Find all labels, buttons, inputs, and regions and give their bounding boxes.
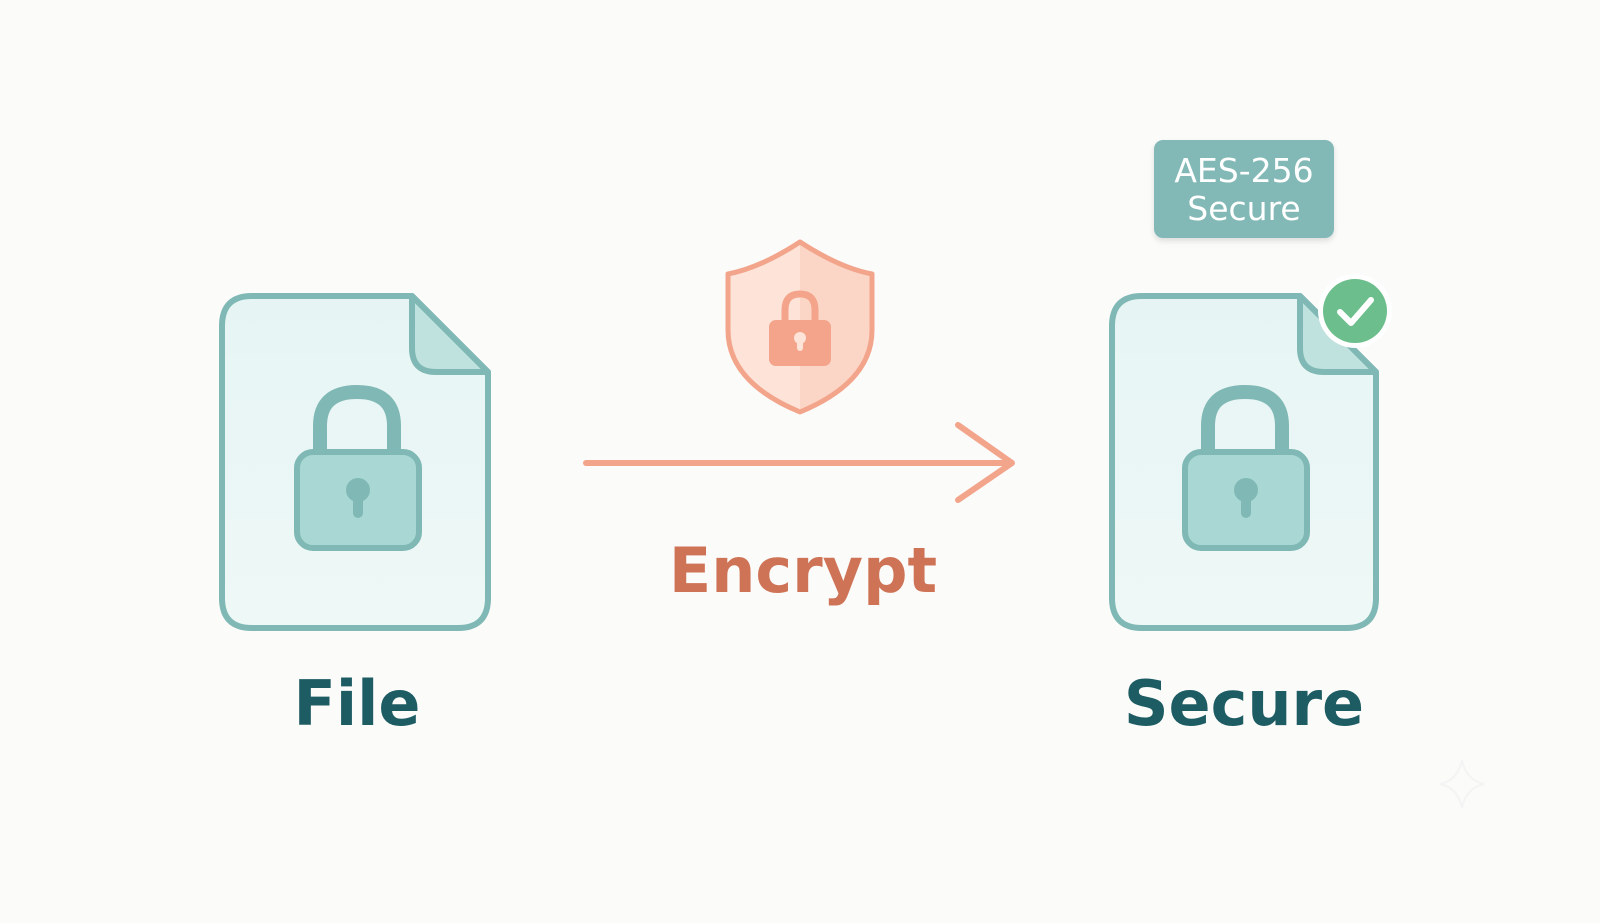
source-document-icon	[219, 293, 491, 631]
badge-line-1: AES-256	[1174, 151, 1313, 190]
sparkle-icon	[1439, 759, 1485, 809]
encryption-standard-badge	[1154, 140, 1334, 238]
result-padlock-icon	[1182, 384, 1310, 551]
action-label: Encrypt	[669, 534, 937, 607]
source-label: File	[294, 667, 421, 740]
badge-line-2: Secure	[1187, 189, 1300, 228]
source-padlock-icon	[294, 384, 422, 551]
check-circle-icon	[1318, 274, 1392, 348]
result-document-icon	[1109, 293, 1379, 631]
result-label: Secure	[1124, 667, 1364, 740]
shield-lock-icon	[725, 239, 875, 415]
arrow-right-icon	[583, 422, 1015, 503]
